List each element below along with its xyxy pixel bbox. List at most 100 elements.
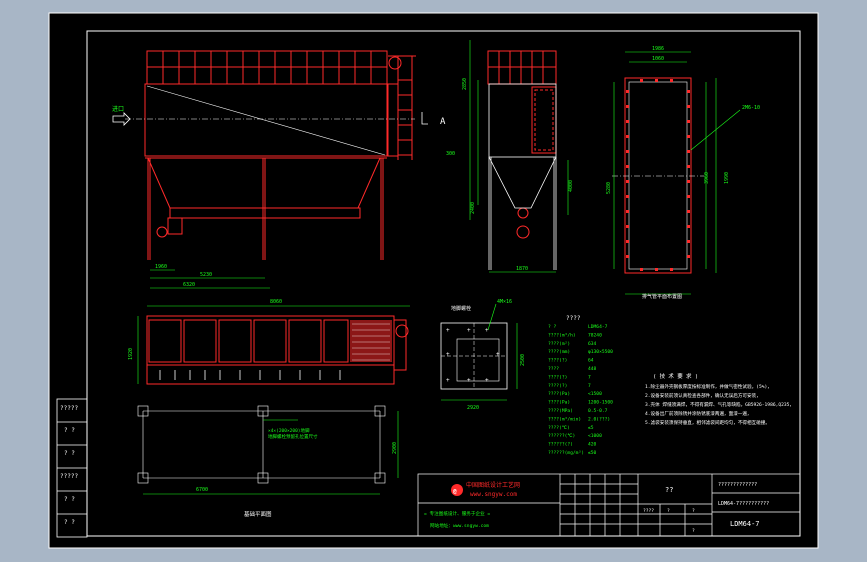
title-small-cell-1: ???? [643, 508, 654, 514]
spec-row-label: ????(m³/h) [548, 332, 576, 338]
spec-row-label: ????(m²) [548, 341, 570, 347]
spec-row-value: 78240 [588, 332, 602, 338]
foundation-dim-2: 2900 [392, 442, 398, 454]
spec-table-title: ???? [566, 315, 581, 322]
stamp-logo-icon [451, 484, 463, 496]
strip-label-6: ? ? [64, 519, 75, 526]
tech-notes: ( 技 术 要 求 ) 1.除尘器外壳钢板厚度按标准制作，并做气密性试验。(5%… [645, 372, 794, 426]
foundation-caption: 基础平面图 [244, 510, 272, 518]
spec-row-label: ????(m³/min) [548, 416, 581, 422]
title-block-top-right: ????????????? [718, 482, 757, 488]
spec-row-label: ??????(mg/m³) [548, 450, 584, 456]
spec-row-value: 64 [588, 358, 594, 364]
section-view: 1986 1060 5280 3960 1990 2M6-10 排气管平面布置图 [606, 46, 760, 300]
stamp-line-2: www.sngyw.com [470, 491, 517, 498]
stamp-line-1: 中国图纸设计工艺网 [466, 481, 520, 489]
spec-row-value: 1200-1500 [588, 400, 613, 406]
svg-text:+: + [446, 377, 450, 384]
section-dim-2: 1060 [652, 56, 664, 62]
spec-row-label: ???? [548, 366, 559, 372]
strip-label-3: ? ? [64, 450, 75, 457]
plan-view: 8060 1920 [128, 299, 410, 385]
main-dim-2: 5230 [200, 272, 212, 278]
spec-row-value: ≤5 [588, 425, 594, 431]
spec-row-label: ??????(℃) [548, 433, 575, 439]
spec-row-value: LDM64-7 [588, 324, 608, 330]
spec-row-value: 7 [588, 383, 591, 389]
svg-text:+: + [446, 351, 450, 358]
section-dim-5: 1990 [724, 172, 730, 184]
inlet-label: 进口 [112, 105, 124, 113]
spec-row-label: ????(?) [548, 358, 567, 364]
spec-row-label: ????(?) [548, 383, 567, 389]
tech-note-1: 1.除尘器外壳钢板厚度按标准制作，并做气密性试验。(5%)， [645, 383, 772, 390]
section-dim-3: 5280 [606, 182, 612, 194]
plan-dim-1: 8060 [270, 299, 282, 305]
svg-text:+: + [467, 327, 471, 334]
spec-row-label: ??????(?) [548, 442, 573, 448]
spec-row-value: 448 [588, 366, 597, 372]
tech-notes-title: ( 技 术 要 求 ) [653, 372, 698, 380]
spec-row-value: <1500 [588, 391, 602, 397]
svg-text:+: + [485, 377, 489, 384]
spec-row-value: 420 [588, 442, 597, 448]
foundation-dim-1: 6700 [196, 487, 208, 493]
spec-row-value: <1000 [588, 433, 602, 439]
spec-row-label: ? ? [548, 324, 557, 330]
svg-text:+: + [467, 377, 471, 384]
website-stamp: @ 中国图纸设计工艺网 www.sngyw.com = 专注图纸设计、服务于企业… [424, 481, 520, 529]
detail-dim-1: 2920 [467, 405, 479, 411]
title-small-cell-3: ? [692, 508, 695, 514]
plan-dim-2: 1920 [128, 348, 134, 360]
tech-note-4: 4.设备出厂前须除锈并涂防锈底漆两遍，面漆一遍， [645, 410, 752, 417]
foundation-plan: 6700 2900 ×4×(200×200)地脚 地脚螺栓预留孔位置尺寸 基础平… [137, 405, 399, 518]
strip-label-1: ????? [60, 405, 78, 412]
svg-text:+: + [485, 327, 489, 334]
main-dim-1: 1960 [155, 264, 167, 270]
side-dim-1: 2850 [462, 78, 468, 90]
spec-row-label: ????(℃) [548, 425, 570, 431]
spec-row-label: ????(mm) [548, 349, 570, 355]
main-dim-3: 6320 [183, 282, 195, 288]
side-view: 2850 300 2400 4000 1870 [446, 40, 574, 273]
spec-row-label: ????(Pa) [548, 391, 570, 397]
tech-note-3: 3.壳体 焊缝须满焊，不得有漏焊、气孔等缺陷，GB5926-1986,Q235， [645, 401, 794, 408]
tech-note-5: 5.滤袋安装须保持垂直，相邻滤袋间距均匀，不得相互碰撞。 [645, 419, 770, 426]
anchor-detail-view: +++ ++ +++ 地脚螺栓 4M×16 2920 2500 [440, 299, 526, 411]
detail-dim-2: 2500 [520, 354, 526, 366]
spec-row-value: 634 [588, 341, 597, 347]
side-dim-3: 2400 [470, 202, 476, 214]
strip-label-5: ? ? [64, 496, 75, 503]
spec-row-label: ????(?) [548, 374, 567, 380]
svg-text:+: + [496, 351, 500, 358]
title-small-cell-4: ? [692, 528, 695, 534]
section-dim-1: 1986 [652, 46, 664, 52]
section-mark-label: A [440, 117, 446, 127]
spec-row-value: 2.0(???) [588, 416, 610, 422]
stamp-footer-2: 网站地址：www.sngyw.com [430, 522, 489, 529]
spec-row-label: ????(Pa) [548, 400, 570, 406]
left-revision-strip [56, 398, 88, 538]
section-tag: 2M6-10 [742, 105, 760, 111]
strip-label-4: ????? [60, 473, 78, 480]
title-block [417, 473, 801, 537]
title-block-model-name: LDM64-7?????????? [718, 501, 769, 507]
side-dim-5: 1870 [516, 266, 528, 272]
title-block-drawing-no: LDM64-7 [730, 520, 760, 528]
svg-text:@: @ [453, 488, 457, 495]
svg-text:+: + [446, 327, 450, 334]
stamp-footer-1: = 专注图纸设计、服务于企业 = [424, 510, 490, 517]
spec-row-value: 0.5-0.7 [588, 408, 608, 414]
spec-table: ???? ? ? LDM64-7 ????(m³/h) 78240 ????(m²) 63… [548, 315, 613, 456]
main-front-view: 进口 A 1960 5230 6320 [112, 50, 446, 289]
strip-label-2: ? ? [64, 427, 75, 434]
side-dim-2: 300 [446, 151, 455, 157]
foundation-note-1: ×4×(200×200)地脚 [268, 427, 310, 434]
section-caption: 排气管平面布置图 [642, 293, 682, 300]
drawing-sheet [48, 12, 819, 549]
spec-row-label: ????(MPa) [548, 408, 573, 414]
foundation-note-2: 地脚螺栓预留孔位置尺寸 [268, 433, 318, 440]
section-dim-4: 3960 [704, 172, 710, 184]
section-mark-icon [421, 112, 428, 125]
